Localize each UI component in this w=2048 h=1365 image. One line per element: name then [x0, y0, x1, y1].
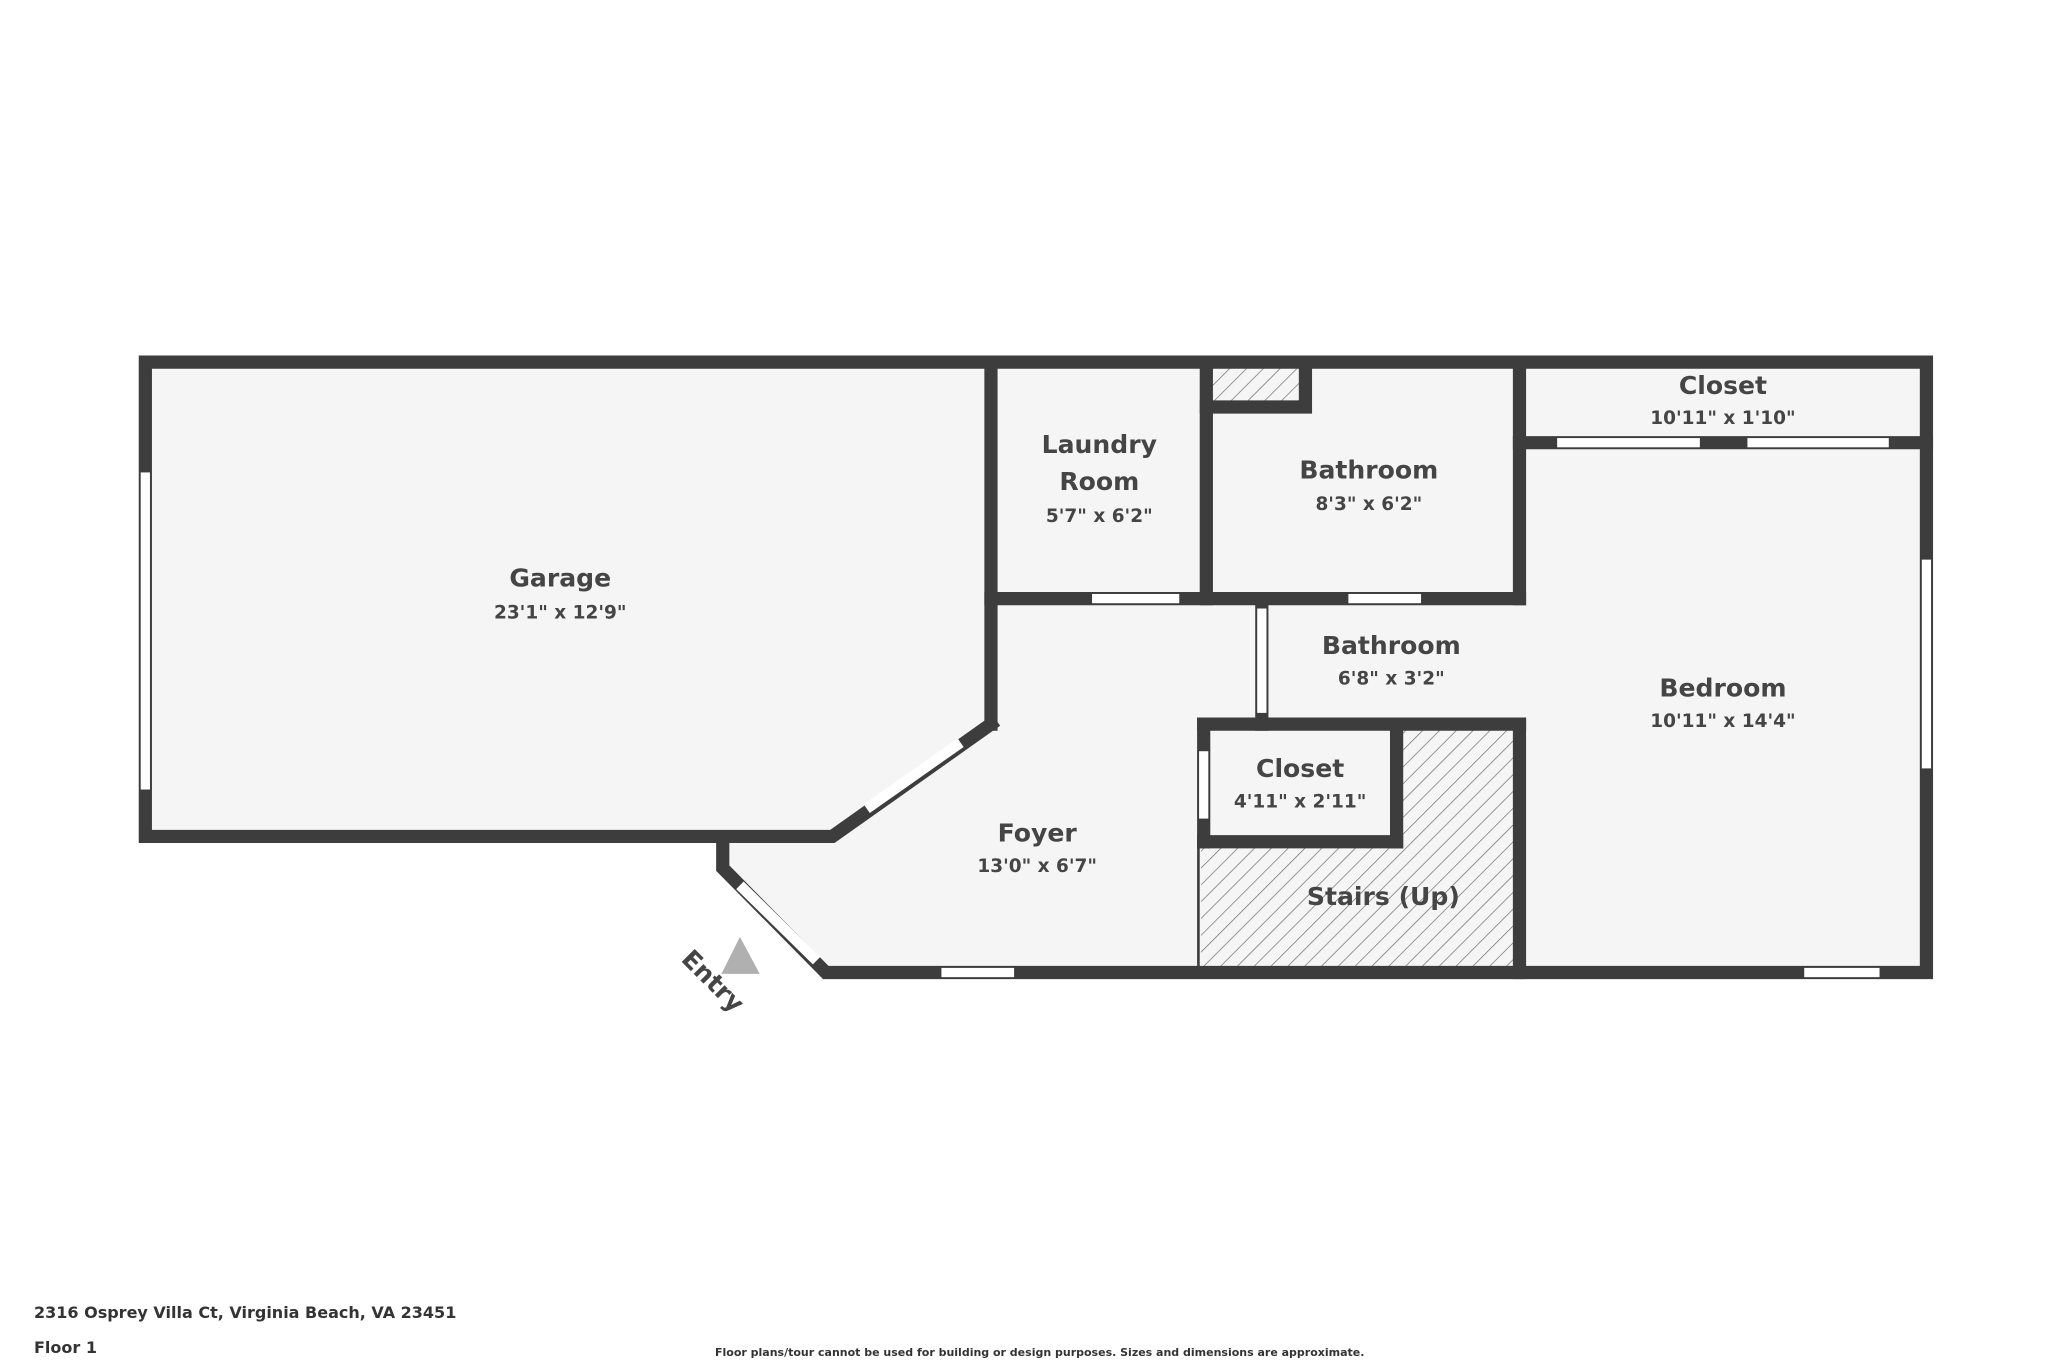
room-dimensions: 8'3" x 6'2" [1315, 494, 1422, 515]
door [1090, 592, 1181, 605]
door [1255, 607, 1268, 715]
room-name: Bedroom [1659, 673, 1786, 702]
garage-floor [145, 362, 991, 837]
window [1802, 966, 1881, 979]
door [1347, 592, 1423, 605]
closet-door [1746, 436, 1891, 449]
room-name: Closet [1679, 371, 1767, 400]
room-dimensions: 10'11" x 14'4" [1650, 711, 1795, 732]
entry-arrow-icon [721, 936, 760, 974]
room-dimensions: 6'8" x 3'2" [1338, 668, 1445, 689]
shaft-hatch [1208, 364, 1306, 408]
closet-door [1555, 436, 1702, 449]
windows-doors [139, 436, 1933, 979]
room-fills [145, 362, 1927, 973]
room-name: Garage [509, 564, 611, 593]
window [1920, 558, 1933, 770]
house-floor [722, 362, 1927, 973]
room-name: Room [1059, 467, 1139, 496]
room-dimensions: 23'1" x 12'9" [494, 602, 627, 623]
room-dimensions: 4'11" x 2'11" [1234, 791, 1367, 812]
room-name: Closet [1256, 754, 1344, 783]
room-dimensions: 10'11" x 1'10" [1650, 408, 1795, 429]
disclaimer: Floor plans/tour cannot be used for buil… [715, 1346, 1365, 1359]
room-name: Bathroom [1322, 631, 1461, 660]
door [1197, 749, 1210, 820]
room-name: Laundry [1042, 430, 1157, 459]
closet-floor [1206, 724, 1397, 842]
window [139, 471, 152, 791]
floor-label: Floor 1 [34, 1338, 97, 1357]
room-name: Foyer [998, 819, 1078, 848]
room-name: Stairs (Up) [1307, 882, 1460, 911]
entry-door [736, 881, 821, 965]
window [940, 966, 1016, 979]
room-name: Bathroom [1299, 455, 1438, 484]
address: 2316 Osprey Villa Ct, Virginia Beach, VA… [34, 1303, 457, 1322]
room-dimensions: 13'0" x 6'7" [977, 856, 1097, 877]
window [863, 738, 964, 814]
room-dimensions: 5'7" x 6'2" [1046, 506, 1153, 527]
